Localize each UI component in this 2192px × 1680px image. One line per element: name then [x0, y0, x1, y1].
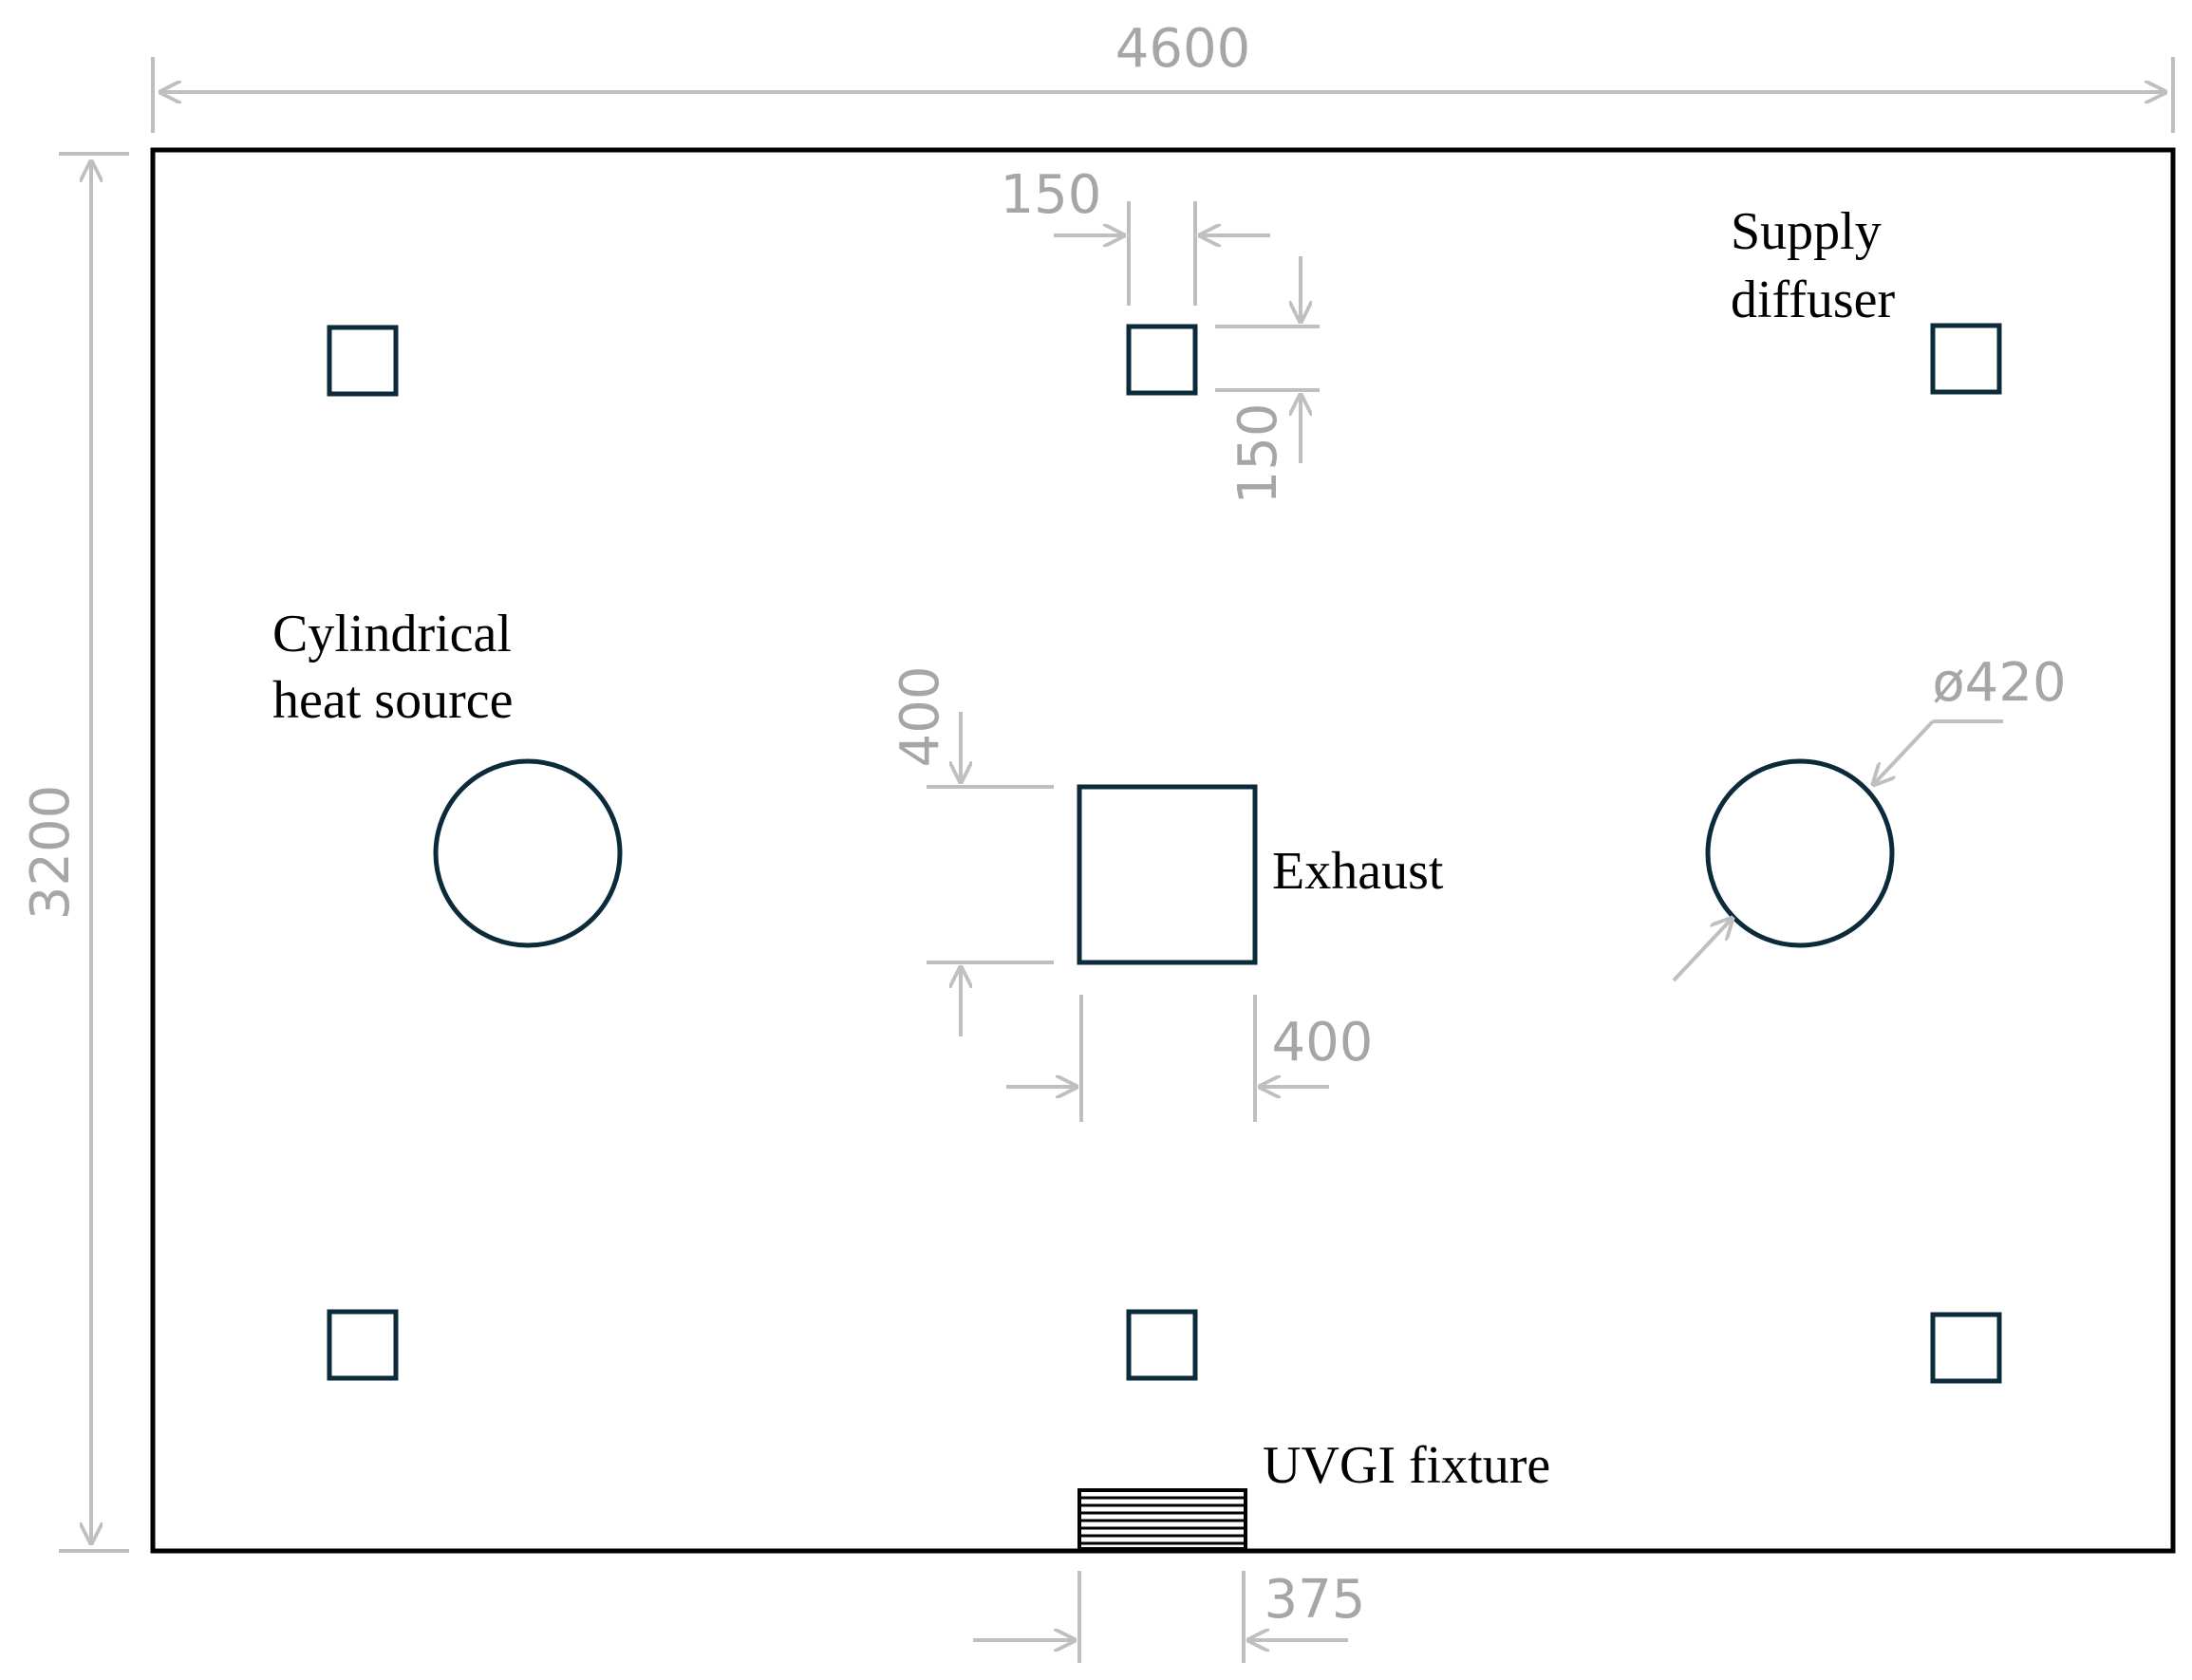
exhaust-width-label: 400: [1272, 1012, 1374, 1073]
uvgi-fixture: [1077, 1488, 1247, 1551]
heat-source-left: [433, 758, 623, 948]
diffuser-width-label: 150: [1001, 164, 1102, 226]
uvgi-width-dimension: 375: [973, 1569, 1365, 1663]
supply-diffusers: [327, 323, 2002, 1384]
exhaust-grille: [1077, 784, 1258, 965]
uvgi-label: UVGI fixture: [1263, 1436, 1550, 1495]
room-width-label: 4600: [1115, 18, 1251, 80]
heat-source-label-line1: Cylindrical: [272, 605, 512, 663]
exhaust-height-dimension: 400: [890, 666, 1054, 1036]
diffuser-width-dimension: 150: [1001, 164, 1270, 306]
supply-diffuser-bottom-center: [1126, 1309, 1198, 1381]
room-depth-label: 3200: [20, 785, 82, 921]
exhaust-width-dimension: 400: [1006, 995, 1373, 1122]
heat-source-diameter-label: ø420: [1932, 652, 2066, 714]
supply-diffuser-top-left: [327, 325, 399, 397]
diffuser-height-dimension: 150: [1215, 256, 1320, 504]
heat-source-label-line2: heat source: [272, 671, 513, 730]
diffuser-height-label: 150: [1227, 403, 1289, 505]
uvgi-width-label: 375: [1265, 1569, 1366, 1631]
supply-diffuser-label-line1: Supply: [1731, 202, 1882, 261]
supply-diffuser-bottom-left: [327, 1309, 399, 1381]
supply-diffuser-top-right: [1930, 323, 2002, 395]
supply-diffuser-label-line2: diffuser: [1731, 271, 1895, 329]
room-outline: [150, 147, 2176, 1554]
room-width-dimension: 4600: [151, 18, 2175, 133]
supply-diffuser-top-center: [1126, 324, 1198, 396]
exhaust-label: Exhaust: [1272, 842, 1444, 901]
supply-diffuser-bottom-right: [1930, 1312, 2002, 1384]
exhaust-height-label: 400: [890, 666, 951, 768]
room-depth-dimension: 3200: [20, 152, 129, 1553]
heat-source-diameter-dimension: ø420: [1672, 652, 2067, 982]
heat-source-right: [1705, 758, 1895, 948]
